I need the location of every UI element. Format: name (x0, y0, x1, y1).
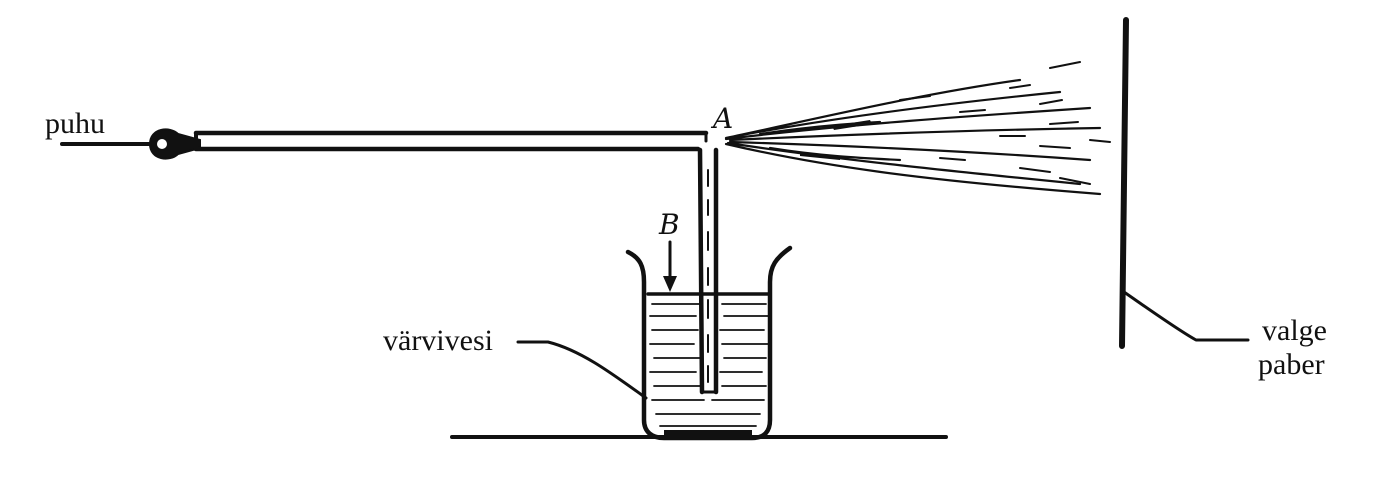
paper-leader (1122, 290, 1250, 342)
point-a-label: A (710, 102, 733, 135)
mouthpiece-icon (148, 128, 201, 160)
blow-input (60, 128, 201, 160)
colored-water-label: värvivesi (383, 324, 493, 357)
blow-label: puhu (45, 107, 105, 140)
paper-label-line2: paber (1258, 348, 1325, 381)
paper-screen (1119, 17, 1129, 349)
level-arrow-icon (663, 240, 677, 292)
spray-cone (724, 61, 1111, 196)
point-b-label: B (658, 208, 680, 241)
paper-label-line1: valge (1262, 314, 1327, 347)
horizontal-tube (193, 130, 709, 152)
vertical-tube (697, 147, 719, 395)
colored-water-leader (516, 340, 648, 400)
